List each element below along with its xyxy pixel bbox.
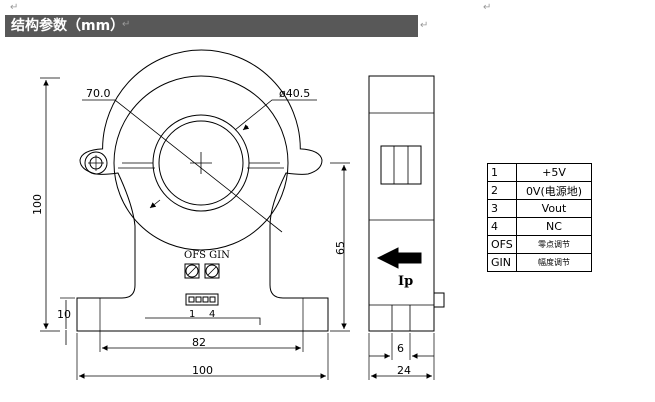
pot-labels: OFS GIN [184,250,230,261]
pin-width-label: 6 [397,342,404,355]
thickness-label: 24 [397,364,411,377]
paragraph-mark: ↵ [420,20,429,31]
pin-number: OFS [487,235,517,254]
current-label: Ip [398,274,413,289]
section-title: 结构参数（mm） [5,15,418,37]
mounting-hole [84,151,108,175]
side-view-body [368,75,435,332]
pin-number: 4 [487,217,517,236]
pin-function: 0V(电源地) [516,181,592,200]
mount-span-label: 82 [192,336,206,349]
pin-number: 2 [487,181,517,200]
pin4-label: 4 [209,309,215,320]
table-row: 1+5V [487,163,592,182]
paragraph-mark: ↵ [122,19,131,30]
pin-function: 零点调节 [516,235,592,254]
pin-function: 幅度调节 [516,253,592,272]
center-height-label: 65 [334,241,347,255]
ring-diameter-label: 70.0 [86,87,111,100]
paragraph-mark: ↵ [483,2,492,13]
pin1-label: 1 [189,309,195,320]
current-arrow [376,247,422,269]
base-thickness-label: 10 [57,308,71,321]
hole-diameter-label: ø40.5 [279,87,310,100]
height-label: 100 [31,194,44,215]
pin-number: 3 [487,199,517,218]
paragraph-mark: ↵ [10,2,19,13]
pin-number: 1 [487,163,517,182]
width-label: 100 [192,364,213,377]
pin-function: +5V [516,163,592,182]
pin-function: Vout [516,199,592,218]
sensor-body-outline [76,49,329,332]
pin-connector [185,293,219,306]
core-ring [113,75,289,251]
pin-function: NC [516,217,592,236]
pin-number: GIN [487,253,517,272]
